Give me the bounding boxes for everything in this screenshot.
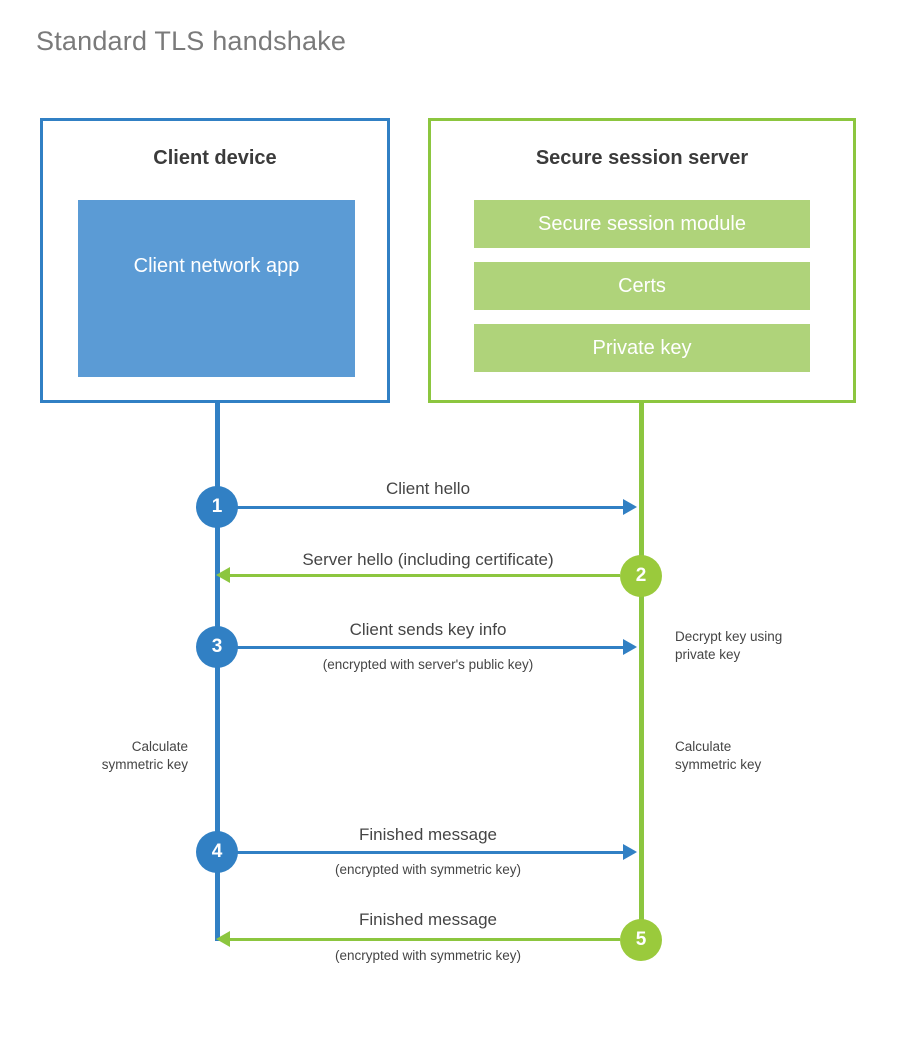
step-3-circle[interactable]: 3 (196, 626, 238, 668)
certs-panel: Certs (474, 262, 810, 310)
step-4-arrow-head (623, 844, 637, 860)
client-device-title: Client device (153, 147, 277, 169)
step-4-label: Finished message (359, 825, 497, 844)
step-5-arrow-line (230, 938, 620, 941)
step-3-arrow-line (236, 646, 630, 649)
client-lifeline (215, 403, 220, 941)
step-5-arrow-head (216, 931, 230, 947)
step-2-arrow-head (216, 567, 230, 583)
client-calculate-symmetric-key-annotation: Calculate symmetric key (40, 738, 188, 774)
secure-session-server-title: Secure session server (535, 147, 749, 169)
step-2-label: Server hello (including certificate) (302, 550, 554, 569)
step-3-label: Client sends key info (349, 620, 507, 639)
secure-session-module-panel: Secure session module (474, 200, 810, 248)
client-calc-annotation-line-2: symmetric key (101, 757, 188, 772)
private-key-panel: Private key (474, 324, 810, 372)
step-4-circle[interactable]: 4 (196, 831, 238, 873)
step-1-label: Client hello (385, 479, 471, 498)
decrypt-key-annotation-line-1: Decrypt key using (675, 629, 783, 644)
step-2-arrow-line (230, 574, 620, 577)
step-2-circle[interactable]: 2 (620, 555, 662, 597)
step-4-arrow-line (236, 851, 630, 854)
secure-session-server-box: Secure session server Secure session mod… (428, 118, 856, 403)
step-1-arrow-head (623, 499, 637, 515)
decrypt-key-annotation-line-2: private key (675, 647, 741, 662)
step-5-label: Finished message (359, 910, 497, 929)
step-5-sublabel: (encrypted with symmetric key) (334, 948, 522, 963)
client-device-box: Client device Client network app (40, 118, 390, 403)
step-3-sublabel: (encrypted with server's public key) (322, 657, 534, 672)
server-calc-annotation-line-2: symmetric key (675, 757, 762, 772)
step-5-circle[interactable]: 5 (620, 919, 662, 961)
step-1-arrow-line (236, 506, 630, 509)
server-lifeline (639, 403, 644, 941)
step-3-arrow-head (623, 639, 637, 655)
client-calc-annotation-line-1: Calculate (131, 739, 188, 754)
server-calc-annotation-line-1: Calculate (675, 739, 732, 754)
step-4-sublabel: (encrypted with symmetric key) (334, 862, 522, 877)
server-calculate-symmetric-key-annotation: Calculate symmetric key (675, 738, 865, 774)
decrypt-key-annotation: Decrypt key using private key (675, 628, 865, 664)
diagram-title: Standard TLS handshake (36, 26, 347, 56)
step-1-circle[interactable]: 1 (196, 486, 238, 528)
client-network-app-panel: Client network app (78, 200, 355, 377)
